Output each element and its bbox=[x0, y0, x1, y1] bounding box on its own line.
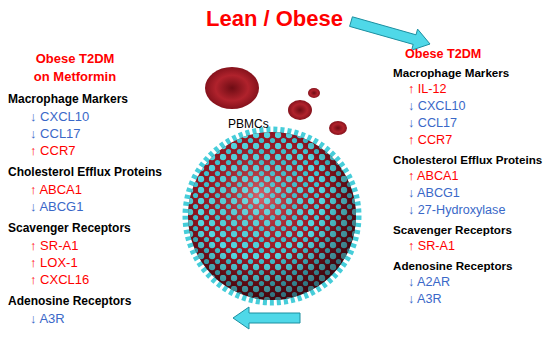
marker-up: ↑ SR-A1 bbox=[30, 237, 78, 254]
flow-arrow bbox=[233, 307, 300, 329]
red-blood-cell bbox=[205, 67, 259, 109]
marker-down: ↓ CCL17 bbox=[408, 115, 457, 132]
marker-down: ↓ 27-Hydroxylase bbox=[408, 202, 505, 219]
marker-up: ↑ CXCL16 bbox=[30, 271, 89, 288]
section-heading: Adenosine Receptors bbox=[393, 257, 513, 274]
red-blood-cell bbox=[288, 100, 312, 120]
group-heading: Obese T2DM bbox=[405, 45, 481, 63]
marker-up: ↑ CCR7 bbox=[30, 142, 76, 159]
marker-up: ↑ SR-A1 bbox=[408, 238, 455, 255]
red-blood-cell bbox=[308, 88, 320, 98]
t2dm-column: Obese T2DMMacrophage Markers↑ IL-12↓ CXC… bbox=[300, 45, 547, 326]
pbmc-cell bbox=[188, 132, 356, 300]
section-heading: Scavenger Receptors bbox=[393, 221, 512, 238]
group-heading: Obese T2DM on Metformin bbox=[30, 50, 120, 86]
marker-down: ↓ ABCG1 bbox=[30, 198, 83, 215]
section-heading: Cholesterol Efflux Proteins bbox=[393, 151, 542, 168]
marker-down: ↓ ABCG1 bbox=[408, 185, 460, 202]
marker-up: ↑ LOX-1 bbox=[30, 254, 78, 271]
marker-up: ↑ CCR7 bbox=[408, 132, 452, 149]
main-title: Lean / Obese bbox=[206, 6, 343, 32]
section-heading: Adenosine Receptors bbox=[8, 293, 131, 310]
title-node: Lean / Obese bbox=[204, 6, 347, 32]
cell-surface bbox=[188, 132, 356, 300]
red-blood-cell bbox=[329, 121, 347, 135]
section-heading: Cholesterol Efflux Proteins bbox=[8, 164, 162, 181]
marker-up: ↑ IL-12 bbox=[408, 81, 447, 98]
flow-arrow bbox=[350, 17, 430, 50]
marker-up: ↑ ABCA1 bbox=[30, 181, 82, 198]
cell-label: PBMCs bbox=[228, 117, 269, 131]
marker-down: ↓ CCL17 bbox=[30, 125, 81, 142]
metformin-column: Obese T2DM on MetforminMacrophage Marker… bbox=[6, 50, 231, 327]
marker-down: ↓ CXCL10 bbox=[30, 108, 89, 125]
marker-down: ↓ A3R bbox=[30, 310, 65, 327]
section-heading: Macrophage Markers bbox=[393, 64, 509, 81]
marker-down: ↓ CXCL10 bbox=[408, 98, 465, 115]
section-heading: Macrophage Markers bbox=[8, 91, 128, 108]
marker-up: ↑ ABCA1 bbox=[408, 168, 458, 185]
section-heading: Scavenger Receptors bbox=[8, 220, 131, 237]
cell-spikes bbox=[186, 130, 358, 302]
cell-shading bbox=[188, 132, 356, 300]
marker-down: ↓ A2AR bbox=[408, 274, 450, 291]
marker-down: ↓ A3R bbox=[408, 291, 442, 308]
